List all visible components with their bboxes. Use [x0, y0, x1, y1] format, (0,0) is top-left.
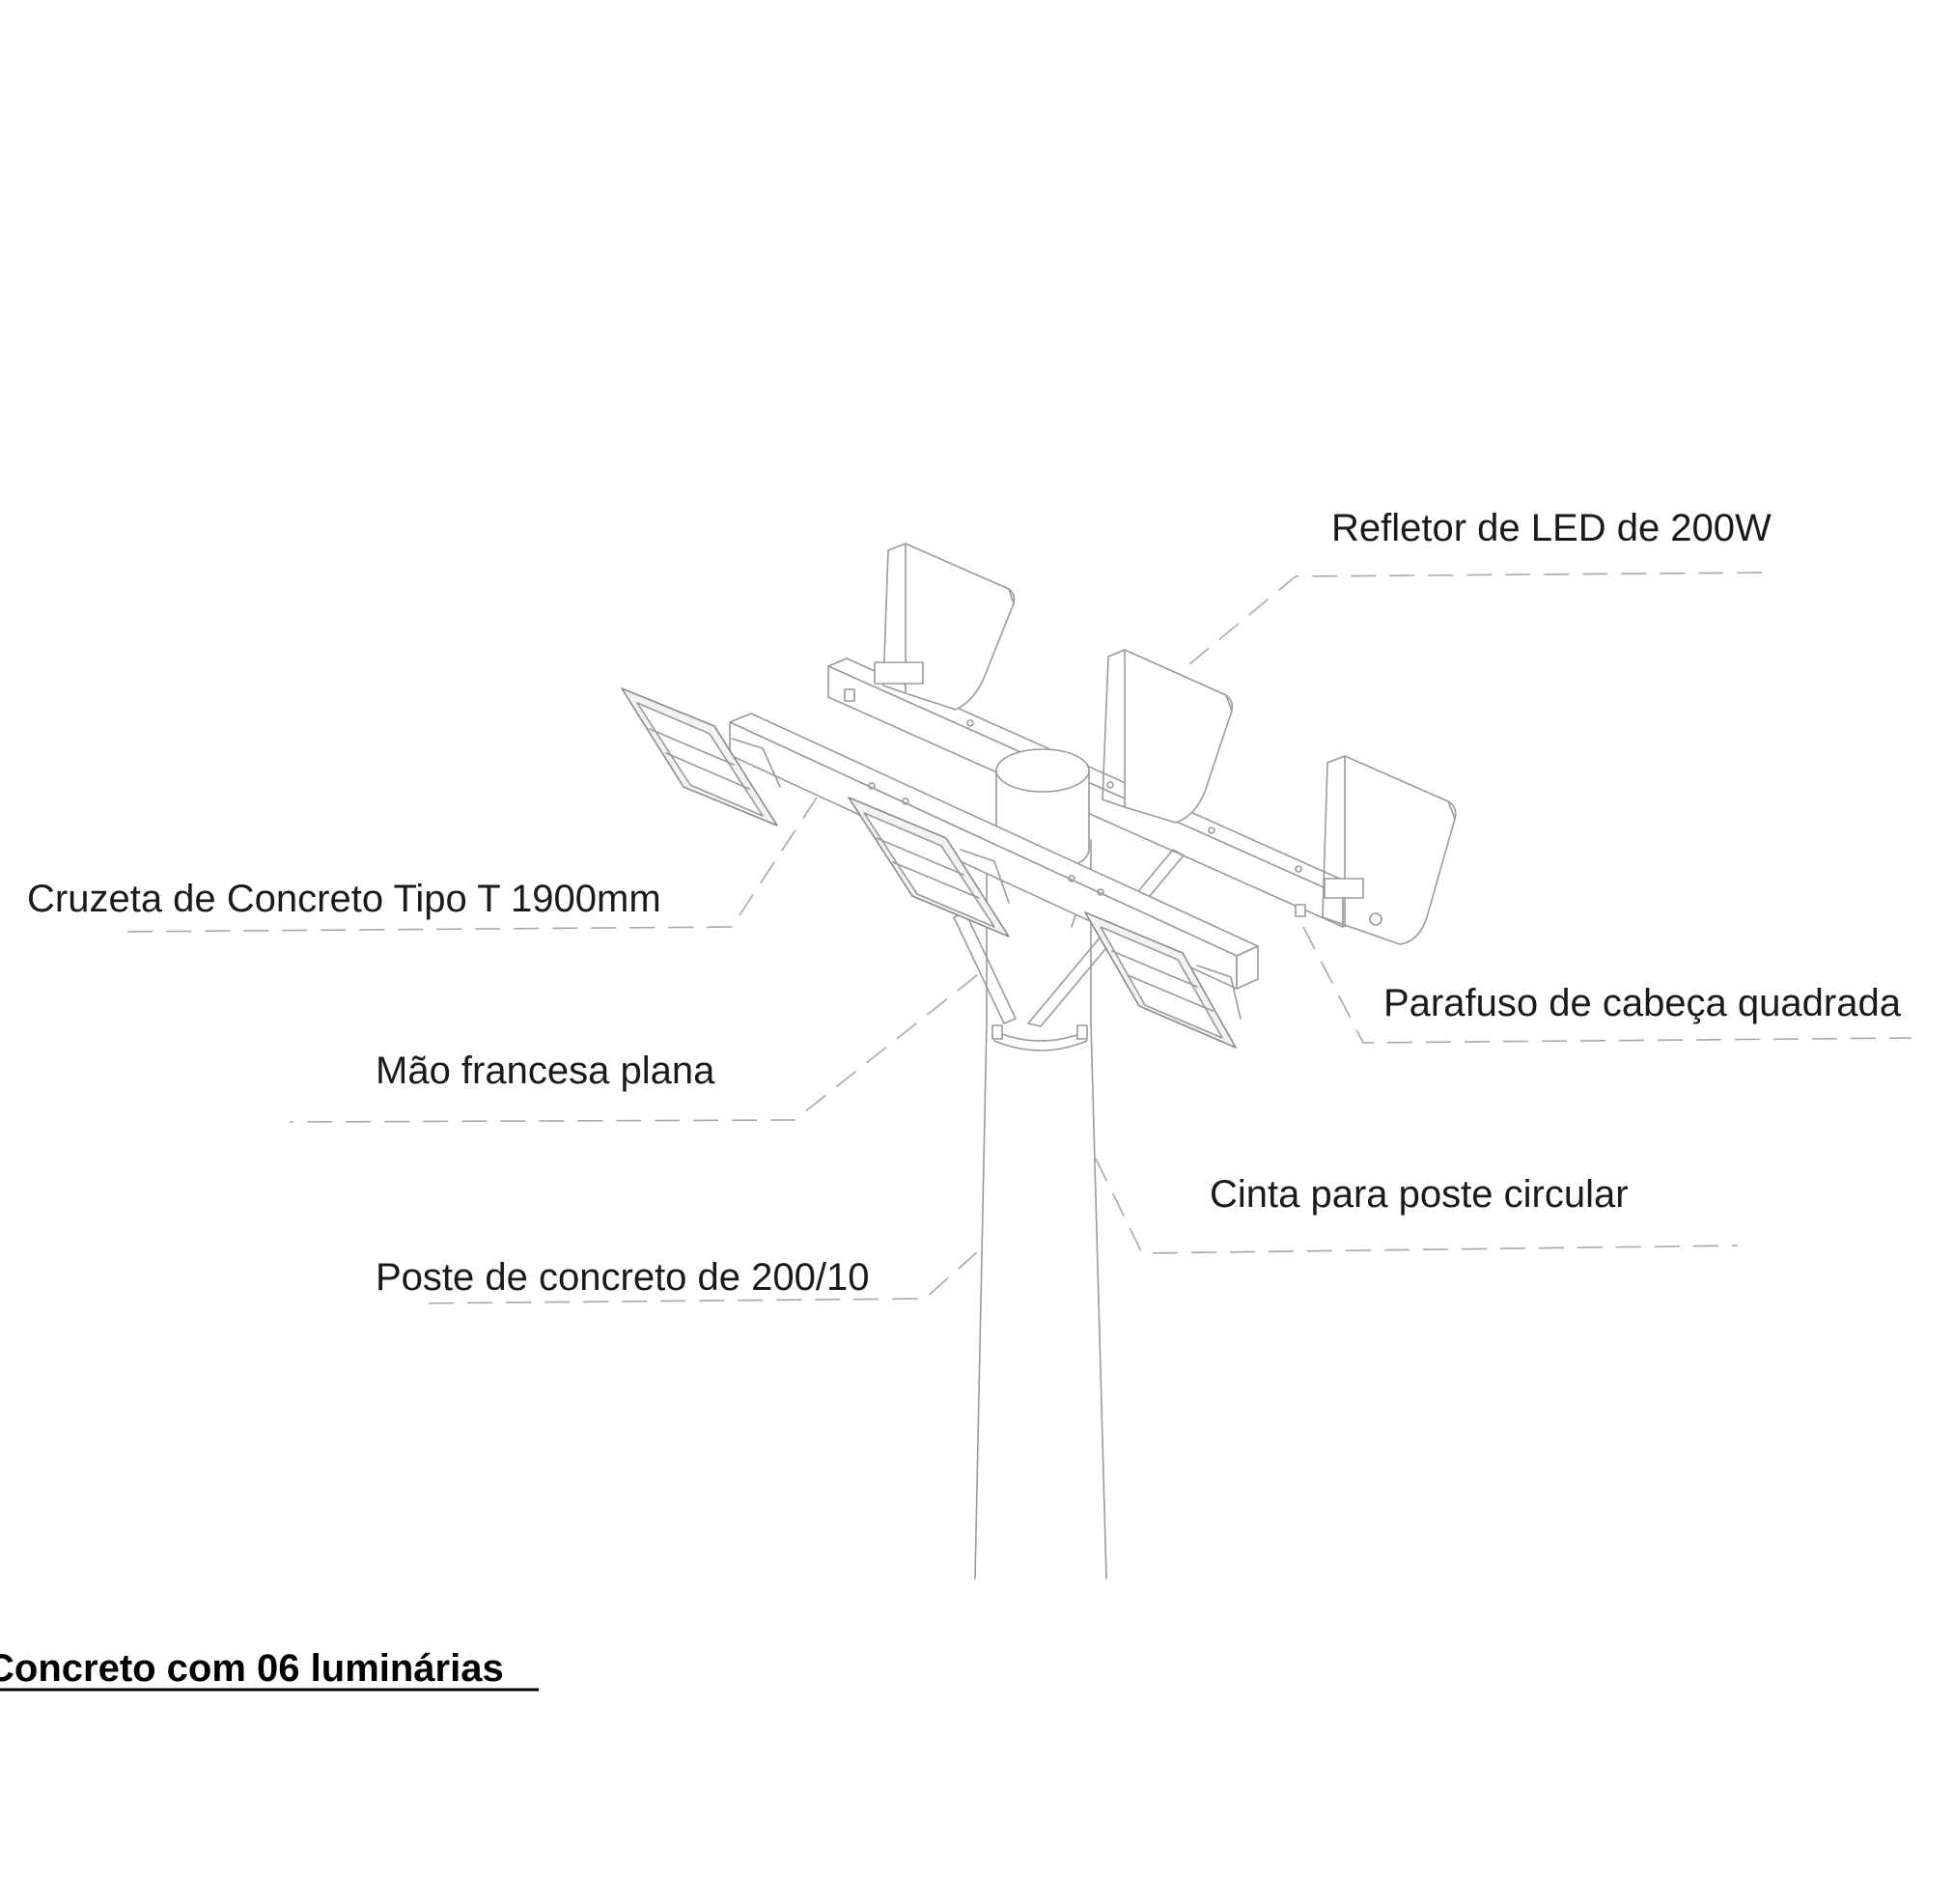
label-flat-brace: Mão francesa plana [376, 1050, 715, 1092]
led-floodlight-front-1 [621, 687, 781, 826]
label-square-head-bolt: Parafuso de cabeça quadrada [1383, 982, 1902, 1024]
label-led-floodlight: Refletor de LED de 200W [1331, 507, 1772, 549]
label-pole-band: Cinta para poste circular [1210, 1173, 1629, 1216]
led-floodlight-front-3 [1084, 911, 1242, 1049]
square-head-bolts [844, 661, 1382, 926]
led-floodlight-back-1 [882, 543, 1016, 711]
label-concrete-pole: Poste de concreto de 200/10 [376, 1256, 869, 1299]
label-cross-arm: Cruzeta de Concreto Tipo T 1900mm [27, 878, 661, 920]
drawing-title: Concreto com 06 luminárias [0, 1647, 504, 1690]
pole-band [991, 1024, 1088, 1051]
leader-lines [120, 572, 1912, 1304]
led-floodlight-back-2 [1102, 649, 1234, 824]
concrete-pole [974, 1022, 1107, 1580]
led-floodlight-back-3 [1322, 755, 1457, 945]
led-floodlight-front-2 [848, 797, 1010, 938]
